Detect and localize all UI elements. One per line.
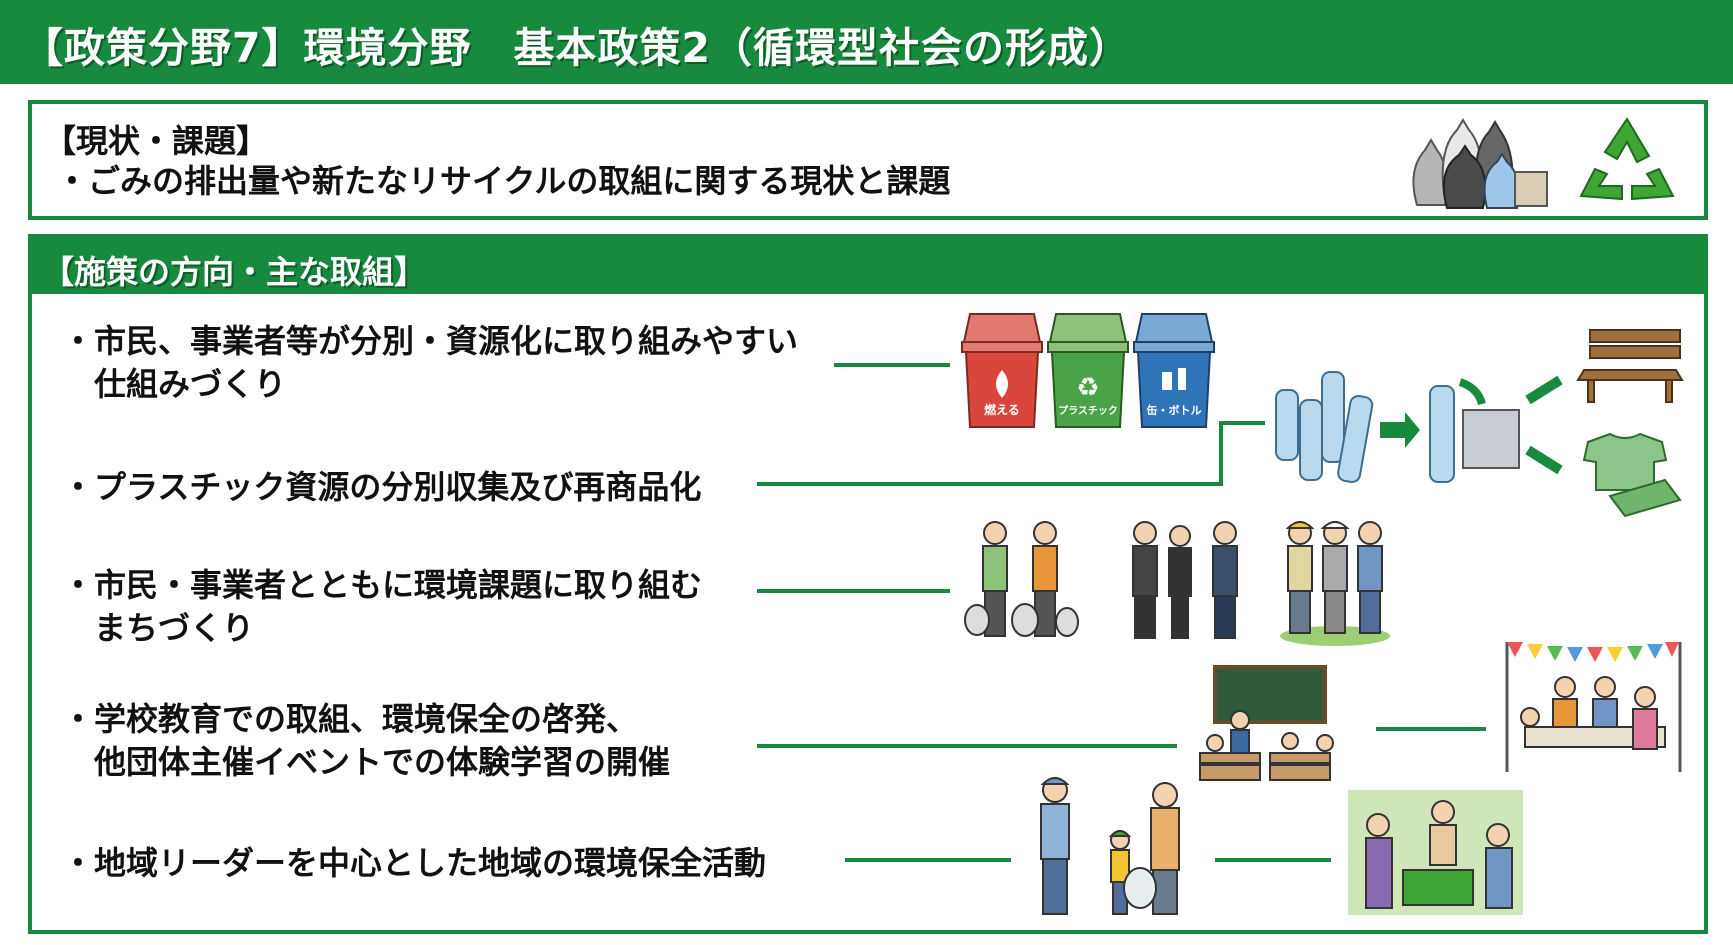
page-header: 【政策分野7】環境分野 基本政策2（循環型社会の形成）	[0, 0, 1733, 84]
status-bullet: ・ごみの排出量や新たなリサイクルの取組に関する現状と課題	[56, 162, 951, 200]
policy-heading-bar: 【施策の方向・主な取組】	[32, 238, 1704, 294]
connector-line	[1219, 421, 1265, 425]
bin-cans-bottles-icon: 缶・ボトル	[1133, 313, 1215, 428]
status-heading: 【現状・課題】	[44, 122, 269, 160]
connector-line	[757, 482, 1223, 486]
garbage-bags-icon	[1412, 118, 1548, 209]
connector-line	[757, 589, 950, 593]
bin-label: 燃える	[984, 402, 1020, 417]
policy-item-2: ・プラスチック資源の分別収集及び再商品化	[62, 468, 702, 506]
bench-icon	[1576, 329, 1684, 403]
connector-line	[845, 858, 1011, 862]
policy-item-5: ・地域リーダーを中心とした地域の環境保全活動	[62, 844, 767, 882]
bin-label: 缶・ボトル	[1147, 403, 1202, 417]
bin-burnable-icon: 燃える	[961, 313, 1043, 428]
connector-line	[1215, 858, 1331, 862]
connector-line	[1376, 727, 1486, 731]
citizens-businesses-illustration	[964, 521, 1390, 646]
policy-item-4: ・学校教育での取組、環境保全の啓発、 他団体主催イベントでの体験学習の開催	[62, 700, 671, 781]
svg-text:♻: ♻	[1076, 373, 1099, 403]
status-section: 【現状・課題】 ・ごみの排出量や新たなリサイクルの取組に関する現状と課題	[28, 100, 1708, 220]
bunting-flags-icon	[1507, 642, 1679, 662]
citizen-figure	[964, 521, 1008, 637]
policy-item-3: ・市民・事業者とともに環境課題に取り組む まちづくり	[62, 566, 703, 647]
policy-item-1: ・市民、事業者等が分別・資源化に取り組みやすい 仕組みづくり	[62, 322, 799, 403]
school-education-illustration	[1199, 665, 1334, 781]
collection-basket-icon	[1402, 869, 1474, 906]
worker-figure	[1285, 521, 1315, 634]
t-shirt-icon	[1582, 432, 1682, 518]
bin-plastic-icon: プラスチック ♻	[1047, 313, 1129, 428]
policy-section: 【施策の方向・主な取組】 ・市民、事業者等が分別・資源化に取り組みやすい 仕組み…	[28, 234, 1708, 934]
sorting-bins-illustration: 燃える プラスチック ♻ 缶・ボトル	[961, 313, 1215, 428]
event-experience-illustration	[1505, 642, 1682, 772]
business-figure	[1132, 521, 1158, 639]
plastic-recycling-flow-illustration	[1275, 329, 1684, 518]
connector-line	[1219, 421, 1223, 486]
community-activity-illustration	[1348, 790, 1523, 915]
community-leader-illustration	[1040, 777, 1180, 915]
policy-heading: 【施策の方向・主な取組】	[42, 253, 427, 291]
connector-line	[757, 744, 1177, 748]
bin-label: プラスチック	[1058, 404, 1118, 417]
recycled-flakes-icon	[1462, 409, 1520, 469]
recycle-icon	[1579, 117, 1675, 201]
page-title: 【政策分野7】環境分野 基本政策2（循環型社会の形成）	[22, 24, 1132, 72]
connector-line	[834, 363, 950, 367]
blackboard-icon	[1213, 665, 1327, 724]
